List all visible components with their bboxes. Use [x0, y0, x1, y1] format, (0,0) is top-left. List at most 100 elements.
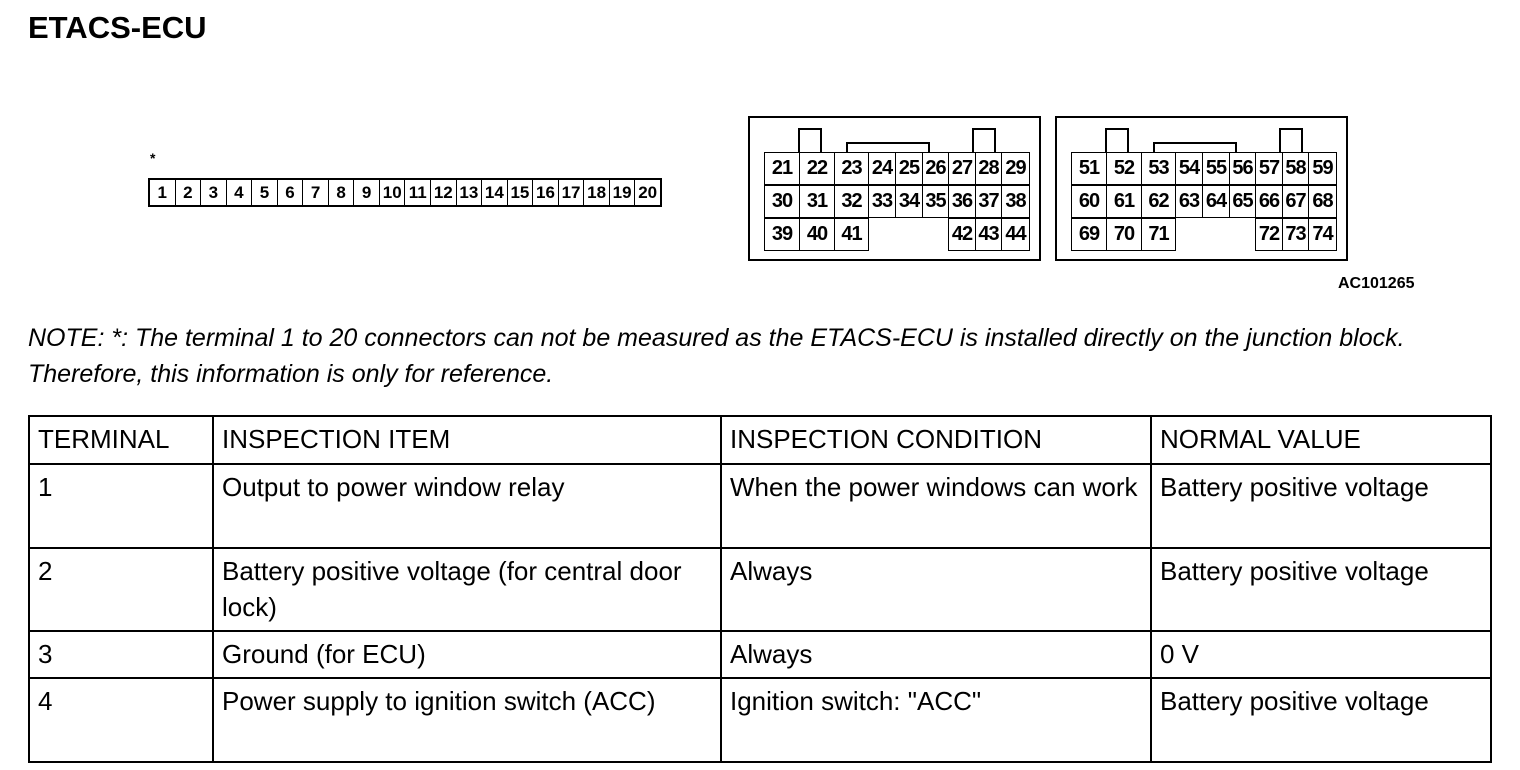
- terminal-54: 54: [1175, 152, 1203, 185]
- terminal-61: 61: [1106, 185, 1142, 218]
- terminal-53: 53: [1141, 152, 1176, 185]
- reference-marker: *: [150, 150, 156, 166]
- connector-latch: [798, 128, 822, 154]
- terminal-37: 37: [975, 185, 1002, 218]
- terminal-32: 32: [834, 185, 869, 218]
- terminal-68: 68: [1308, 185, 1337, 218]
- terminal-39: 39: [764, 218, 800, 251]
- terminal-15: 15: [508, 180, 534, 205]
- cell-item: Ground (for ECU): [212, 630, 722, 679]
- terminal-1: 1: [150, 180, 176, 205]
- terminal-30: 30: [764, 185, 800, 218]
- cell-value: Battery positive voltage: [1150, 547, 1492, 632]
- note-text: NOTE: *: The terminal 1 to 20 connectors…: [28, 324, 1405, 388]
- table-header-row: TERMINAL INSPECTION ITEM INSPECTION COND…: [28, 415, 1492, 465]
- terminal-4: 4: [227, 180, 253, 205]
- terminal-23: 23: [834, 152, 869, 185]
- terminal-28: 28: [975, 152, 1002, 185]
- terminal-71: 71: [1141, 218, 1176, 251]
- terminal-22: 22: [799, 152, 835, 185]
- terminal-8: 8: [329, 180, 355, 205]
- terminal-25: 25: [895, 152, 923, 185]
- terminal-12: 12: [431, 180, 457, 205]
- terminal-7: 7: [303, 180, 329, 205]
- terminal-40: 40: [799, 218, 835, 251]
- terminal-44: 44: [1001, 218, 1030, 251]
- cell-condition: Always: [720, 547, 1152, 632]
- terminal-41: 41: [834, 218, 869, 251]
- terminal-34: 34: [895, 185, 923, 218]
- cell-terminal: 4: [28, 677, 214, 763]
- terminal-33: 33: [868, 185, 896, 218]
- terminal-56: 56: [1229, 152, 1256, 185]
- figure-code: AC101265: [1338, 275, 1415, 292]
- connector-latch: [972, 128, 996, 154]
- inspection-table: TERMINAL INSPECTION ITEM INSPECTION COND…: [28, 415, 1492, 763]
- terminal-57: 57: [1255, 152, 1283, 185]
- terminal-66: 66: [1255, 185, 1283, 218]
- terminal-18: 18: [584, 180, 610, 205]
- terminal-19: 19: [610, 180, 636, 205]
- terminal-27: 27: [948, 152, 976, 185]
- terminal-10: 10: [380, 180, 406, 205]
- connector-latch: [846, 142, 930, 152]
- terminal-35: 35: [922, 185, 949, 218]
- cell-value: Battery positive voltage: [1150, 677, 1492, 763]
- terminal-52: 52: [1106, 152, 1142, 185]
- terminal-70: 70: [1106, 218, 1142, 251]
- terminal-62: 62: [1141, 185, 1176, 218]
- cell-condition: Always: [720, 630, 1152, 679]
- terminal-67: 67: [1282, 185, 1309, 218]
- cell-terminal: 2: [28, 547, 214, 632]
- terminal-55: 55: [1202, 152, 1230, 185]
- header-inspection-item: INSPECTION ITEM: [212, 415, 722, 465]
- terminal-29: 29: [1001, 152, 1030, 185]
- terminal-38: 38: [1001, 185, 1030, 218]
- cell-terminal: 3: [28, 630, 214, 679]
- terminal-21: 21: [764, 152, 800, 185]
- header-inspection-condition: INSPECTION CONDITION: [720, 415, 1152, 465]
- terminal-16: 16: [533, 180, 559, 205]
- cell-item: Output to power window relay: [212, 463, 722, 549]
- terminal-74: 74: [1308, 218, 1337, 251]
- terminal-73: 73: [1282, 218, 1309, 251]
- cell-terminal: 1: [28, 463, 214, 549]
- terminal-26: 26: [922, 152, 949, 185]
- terminal-64: 64: [1202, 185, 1230, 218]
- cell-condition: Ignition switch: "ACC": [720, 677, 1152, 763]
- page-title: ETACS-ECU: [28, 10, 207, 45]
- cell-condition: When the power windows can work: [720, 463, 1152, 549]
- terminal-20: 20: [638, 183, 658, 202]
- terminal-3: 3: [201, 180, 227, 205]
- connector-latch: [1105, 128, 1129, 154]
- terminal-36: 36: [948, 185, 976, 218]
- terminal-13: 13: [457, 180, 483, 205]
- header-normal-value: NORMAL VALUE: [1150, 415, 1492, 465]
- terminal-17: 17: [559, 180, 585, 205]
- terminal-6: 6: [278, 180, 304, 205]
- terminal-5: 5: [252, 180, 278, 205]
- cell-value: Battery positive voltage: [1150, 463, 1492, 549]
- connector-latch: [1279, 128, 1303, 154]
- terminal-63: 63: [1175, 185, 1203, 218]
- terminal-24: 24: [868, 152, 896, 185]
- terminal-43: 43: [975, 218, 1002, 251]
- terminal-58: 58: [1282, 152, 1309, 185]
- terminal-14: 14: [482, 180, 508, 205]
- terminal-31: 31: [799, 185, 835, 218]
- terminal-11: 11: [405, 180, 432, 205]
- terminal-72: 72: [1255, 218, 1283, 251]
- terminal-60: 60: [1071, 185, 1107, 218]
- terminal-51: 51: [1071, 152, 1107, 185]
- terminal-42: 42: [948, 218, 976, 251]
- header-terminal: TERMINAL: [28, 415, 214, 465]
- cell-value: 0 V: [1150, 630, 1492, 679]
- connector-latch: [1153, 142, 1237, 152]
